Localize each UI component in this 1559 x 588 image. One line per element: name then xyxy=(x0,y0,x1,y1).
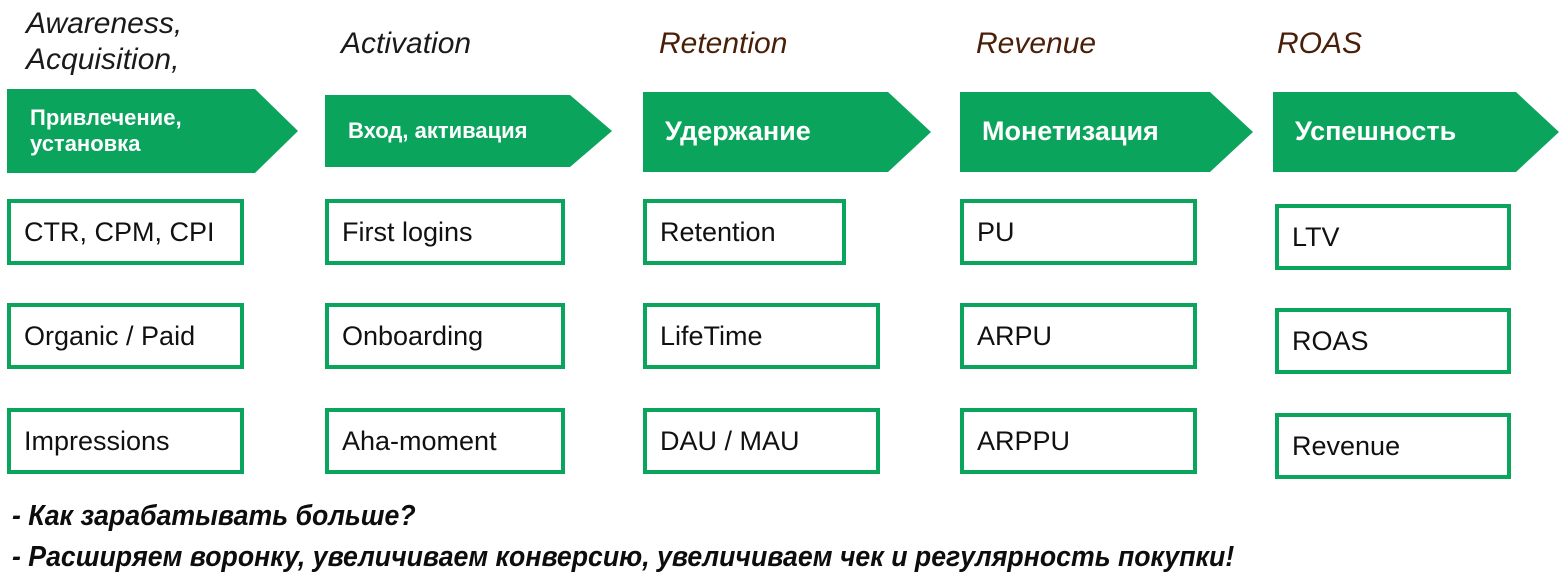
chevron-shape-icon xyxy=(960,92,1253,172)
metric-box[interactable]: Organic / Paid xyxy=(7,303,244,369)
stage-caption-awareness: Awareness, Acquisition, xyxy=(26,7,183,76)
stage-caption-revenue: Revenue xyxy=(976,27,1097,60)
stage-banner-activation[interactable]: Вход, активация xyxy=(325,95,612,167)
stage-banner-success[interactable]: Успешность xyxy=(1273,92,1559,172)
metric-box[interactable]: Aha-moment xyxy=(325,408,565,474)
metric-box[interactable]: CTR, CPM, CPI xyxy=(7,199,244,265)
metric-box[interactable]: Impressions xyxy=(7,408,244,474)
metric-box[interactable]: Revenue xyxy=(1275,413,1511,479)
stage-caption-roas: ROAS xyxy=(1277,27,1363,60)
metric-box[interactable]: Retention xyxy=(643,199,846,265)
chevron-shape-icon xyxy=(7,89,298,173)
chevron-shape-icon xyxy=(643,92,931,172)
metric-box[interactable]: First logins xyxy=(325,199,565,265)
metric-box[interactable]: Onboarding xyxy=(325,303,565,369)
metric-box[interactable]: ARPPU xyxy=(960,408,1197,474)
chevron-shape-icon xyxy=(325,95,612,167)
stage-banner-label: Вход, активация xyxy=(348,118,528,144)
footer-line-question: - Как зарабатывать больше? xyxy=(12,500,416,532)
chevron-shape-icon xyxy=(1273,92,1559,172)
stage-banner-label: Успешность xyxy=(1295,116,1457,147)
metric-box[interactable]: LifeTime xyxy=(643,303,880,369)
stage-banner-label: Удержание xyxy=(665,116,811,147)
stage-banner-monetization[interactable]: Монетизация xyxy=(960,92,1253,172)
stage-banner-retention[interactable]: Удержание xyxy=(643,92,931,172)
metric-box[interactable]: DAU / MAU xyxy=(643,408,880,474)
metric-box[interactable]: ARPU xyxy=(960,303,1197,369)
stage-banner-acquisition[interactable]: Привлечение, установка xyxy=(7,89,298,173)
stage-caption-activation: Activation xyxy=(341,27,472,60)
stage-banner-label: Привлечение, установка xyxy=(30,105,182,156)
stage-caption-retention: Retention xyxy=(659,27,788,60)
metric-box[interactable]: ROAS xyxy=(1275,308,1511,374)
stage-banner-label: Монетизация xyxy=(982,116,1159,147)
metric-box[interactable]: PU xyxy=(960,199,1197,265)
footer-line-answer: - Расширяем воронку, увеличиваем конверс… xyxy=(12,541,1235,573)
metric-box[interactable]: LTV xyxy=(1275,204,1511,270)
